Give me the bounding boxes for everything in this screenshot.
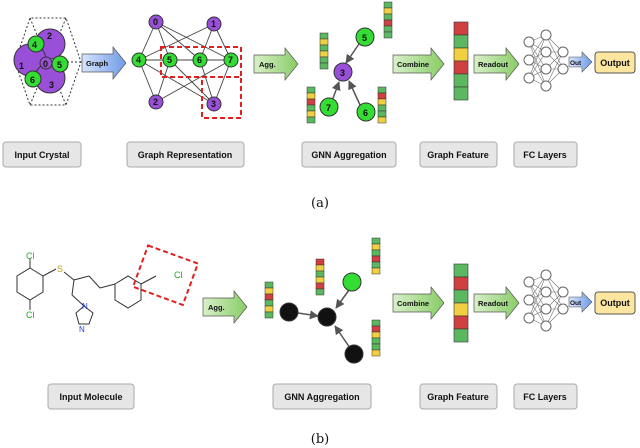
gnn-node-7: 7 xyxy=(326,103,331,113)
out-arrow-a: Out xyxy=(568,51,593,73)
input-molecule-figure xyxy=(16,259,157,325)
panel-a: 2 1 3 4 5 6 0 Graph xyxy=(2,1,636,211)
out-arrow-b: Out xyxy=(568,291,593,313)
input-crystal-figure: 2 1 3 4 5 6 0 xyxy=(13,17,82,106)
label-graph-feature-b: Graph Feature xyxy=(419,383,498,410)
agg-arrow-b-label: Agg. xyxy=(208,303,225,312)
atom-cl-2: Cl xyxy=(26,310,35,320)
output-box-b: Output xyxy=(594,291,636,315)
crystal-atom-1: 1 xyxy=(19,61,24,71)
svg-text:FC Layers: FC Layers xyxy=(523,150,567,160)
agg-arrow-a: Agg. xyxy=(253,47,299,81)
graph-node-6: 6 xyxy=(197,55,202,65)
graph-node-5: 5 xyxy=(167,55,172,65)
gnn-aggregation-figure-b xyxy=(264,237,381,364)
label-gnn-aggregation-a: GNN Aggregation xyxy=(301,141,397,168)
label-input-crystal: Input Crystal xyxy=(2,141,82,168)
svg-text:GNN Aggregation: GNN Aggregation xyxy=(284,392,359,402)
graph-node-7: 7 xyxy=(228,55,233,65)
crystal-atom-2: 2 xyxy=(47,31,52,41)
crystal-atom-0: 0 xyxy=(43,59,48,69)
svg-text:FC Layers: FC Layers xyxy=(523,392,567,402)
fc-layers-figure-b xyxy=(523,269,569,332)
graph-node-3: 3 xyxy=(211,99,216,109)
label-gnn-aggregation-b: GNN Aggregation xyxy=(272,383,372,410)
gnn-node-6: 6 xyxy=(363,108,368,118)
graph-node-0: 0 xyxy=(153,17,158,27)
panel-b: Cl Cl Cl S N N Agg. xyxy=(16,237,636,447)
graph-arrow: Graph xyxy=(81,46,127,80)
atom-n-1: N xyxy=(82,302,88,311)
svg-text:Input Crystal: Input Crystal xyxy=(14,150,69,160)
agg-arrow-b: Agg. xyxy=(202,290,248,324)
feature-vector-b2 xyxy=(315,258,325,296)
feature-vector-a3 xyxy=(306,86,316,124)
feature-vector-b4 xyxy=(371,319,381,357)
gnn-node-5: 5 xyxy=(362,33,367,43)
readout-arrow-a-label: Readout xyxy=(478,60,509,69)
readout-arrow-b: Readout xyxy=(473,286,520,320)
label-graph-representation: Graph Representation xyxy=(126,141,245,168)
feature-vector-a2 xyxy=(319,32,329,70)
feature-vector-b1 xyxy=(371,237,381,275)
combine-arrow-a: Combine xyxy=(392,47,445,81)
caption-a: (a) xyxy=(311,196,329,211)
graph-representation-figure: 0 1 4 5 6 7 2 3 xyxy=(131,14,242,119)
graph-arrow-label: Graph xyxy=(86,59,109,68)
svg-text:Input Molecule: Input Molecule xyxy=(60,392,123,402)
combine-arrow-a-label: Combine xyxy=(397,60,429,69)
readout-arrow-b-label: Readout xyxy=(478,299,509,308)
svg-text:Graph Feature: Graph Feature xyxy=(427,150,489,160)
graph-node-1: 1 xyxy=(211,19,216,29)
output-box-a: Output xyxy=(594,51,636,74)
out-arrow-b-label: Out xyxy=(570,300,582,307)
crystal-atom-6: 6 xyxy=(30,75,35,85)
label-fc-layers-b: FC Layers xyxy=(513,383,578,410)
out-arrow-a-label: Out xyxy=(570,60,582,67)
output-label-a: Output xyxy=(600,58,630,68)
gnn-aggregation-figure-a: 5 3 7 6 xyxy=(306,1,393,124)
combine-arrow-b-label: Combine xyxy=(397,299,429,308)
crystal-atom-3: 3 xyxy=(49,80,54,90)
agg-arrow-a-label: Agg. xyxy=(259,60,276,69)
atom-cl-1: Cl xyxy=(26,251,35,261)
graph-feature-vector-b xyxy=(453,263,469,343)
gnn-node-3: 3 xyxy=(340,68,345,78)
graph-feature-vector-a xyxy=(453,21,469,101)
label-graph-feature-a: Graph Feature xyxy=(419,141,498,168)
crystal-atom-4: 4 xyxy=(32,40,37,50)
fc-layers-figure-a xyxy=(523,29,569,92)
label-input-molecule: Input Molecule xyxy=(47,383,135,410)
caption-b: (b) xyxy=(311,432,329,447)
atom-cl-3: Cl xyxy=(174,270,183,280)
graph-node-2: 2 xyxy=(153,97,158,107)
molecule-highlight xyxy=(131,244,200,307)
combine-arrow-b: Combine xyxy=(392,286,445,320)
output-label-b: Output xyxy=(600,298,630,308)
label-fc-layers-a: FC Layers xyxy=(513,141,578,168)
feature-vector-a1 xyxy=(383,1,393,39)
svg-text:Graph Feature: Graph Feature xyxy=(427,392,489,402)
svg-text:GNN Aggregation: GNN Aggregation xyxy=(311,150,386,160)
feature-vector-a4 xyxy=(377,86,387,124)
svg-text:Graph Representation: Graph Representation xyxy=(138,150,233,160)
atom-n-2: N xyxy=(79,325,85,334)
crystal-atom-5: 5 xyxy=(57,60,62,70)
molecule-atom-labels: Cl Cl Cl S N N xyxy=(26,251,183,334)
feature-vector-b3 xyxy=(264,281,274,319)
readout-arrow-a: Readout xyxy=(473,47,520,81)
atom-s: S xyxy=(57,264,63,274)
graph-node-4: 4 xyxy=(136,55,141,65)
